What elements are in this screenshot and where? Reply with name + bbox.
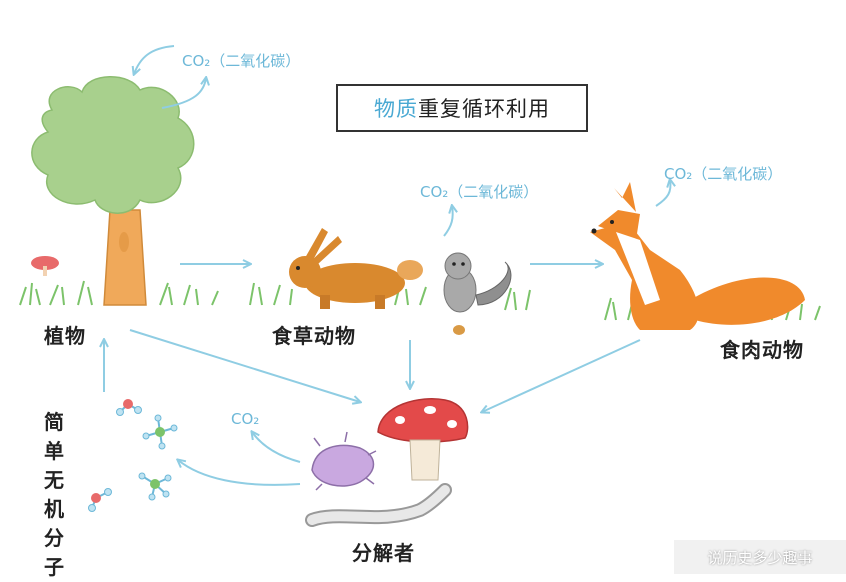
molecule-icons xyxy=(88,399,178,512)
co2-label-herbivore: CO₂（二氧化碳） xyxy=(420,183,539,201)
bug-illustration xyxy=(311,431,377,491)
tree-illustration xyxy=(31,76,195,306)
co2-label-plant: CO₂（二氧化碳） xyxy=(182,52,301,70)
label-carnivore: 食肉动物 xyxy=(720,338,804,362)
arrow-plant-to-decomposer xyxy=(129,329,360,402)
title-rest: 重复循环利用 xyxy=(418,97,550,121)
worm-illustration xyxy=(305,483,452,527)
arrow-carnivore-co2 xyxy=(655,180,670,207)
label-inorganic-molecules: 简单无机分子 xyxy=(44,410,64,579)
title-highlight: 物质 xyxy=(374,97,418,121)
label-plant: 植物 xyxy=(44,324,86,348)
co2-label-carnivore: CO₂（二氧化碳） xyxy=(664,165,783,183)
fox-illustration xyxy=(590,182,805,330)
flow-arrows xyxy=(104,45,670,486)
title-box: 物质重复循环利用 xyxy=(336,84,588,132)
arrow-tree-co2-out xyxy=(161,78,206,109)
squirrel-illustration xyxy=(443,252,512,335)
label-herbivore: 食草动物 xyxy=(272,324,356,348)
watermark: 说历史多少趣事 xyxy=(674,540,846,574)
arrow-tree-co2-in xyxy=(134,45,175,74)
arrow-carnivore-to-decomposer xyxy=(482,339,641,412)
small-mushroom xyxy=(31,256,59,276)
arrow-herbivore-co2 xyxy=(443,206,453,237)
co2-label-decomposer: CO₂ xyxy=(231,410,260,428)
label-decomposer: 分解者 xyxy=(352,541,415,565)
arrow-decomposer-to-molecules xyxy=(178,460,301,486)
rabbit-illustration xyxy=(289,228,423,309)
arrow-bug-co2 xyxy=(252,432,301,463)
decomposer-mushroom xyxy=(377,398,469,481)
